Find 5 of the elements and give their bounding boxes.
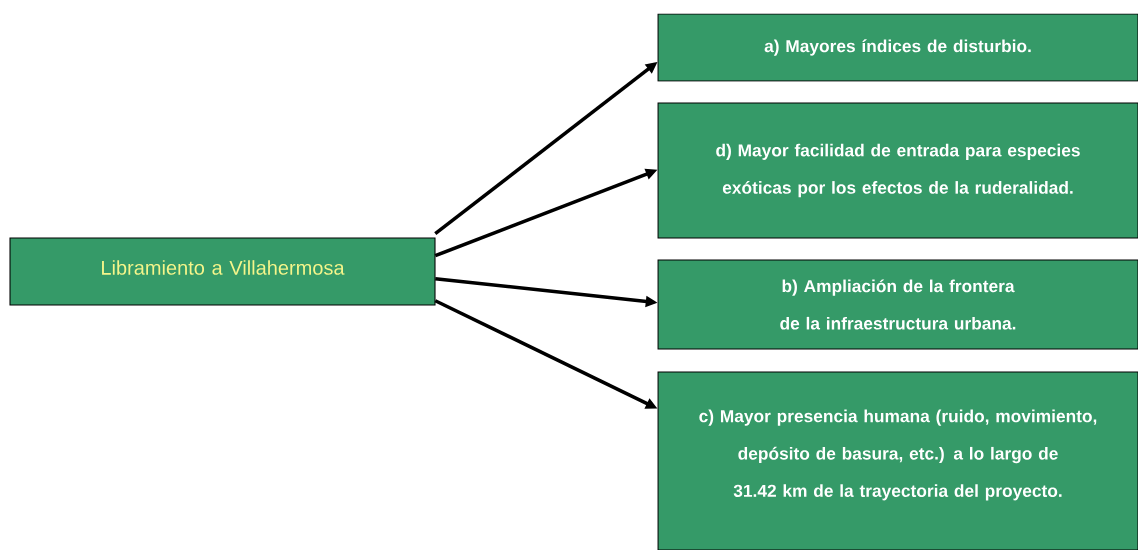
source-box: Libramiento a Villahermosa <box>9 237 436 306</box>
effect-box: d) Mayor facilidad de entrada para especies exóticas por los efectos de la ruderalidad. <box>657 102 1138 239</box>
effect-box: c) Mayor presencia humana (ruido, movimiento, depósito de basura, etc.) a lo largo de 31.42 km de la trayectoria del proyecto. <box>657 371 1138 550</box>
effect-box: a) Mayores índices de disturbio. <box>657 13 1138 82</box>
effect-box: b) Ampliación de la frontera de la infraestructura urbana. <box>657 259 1138 350</box>
